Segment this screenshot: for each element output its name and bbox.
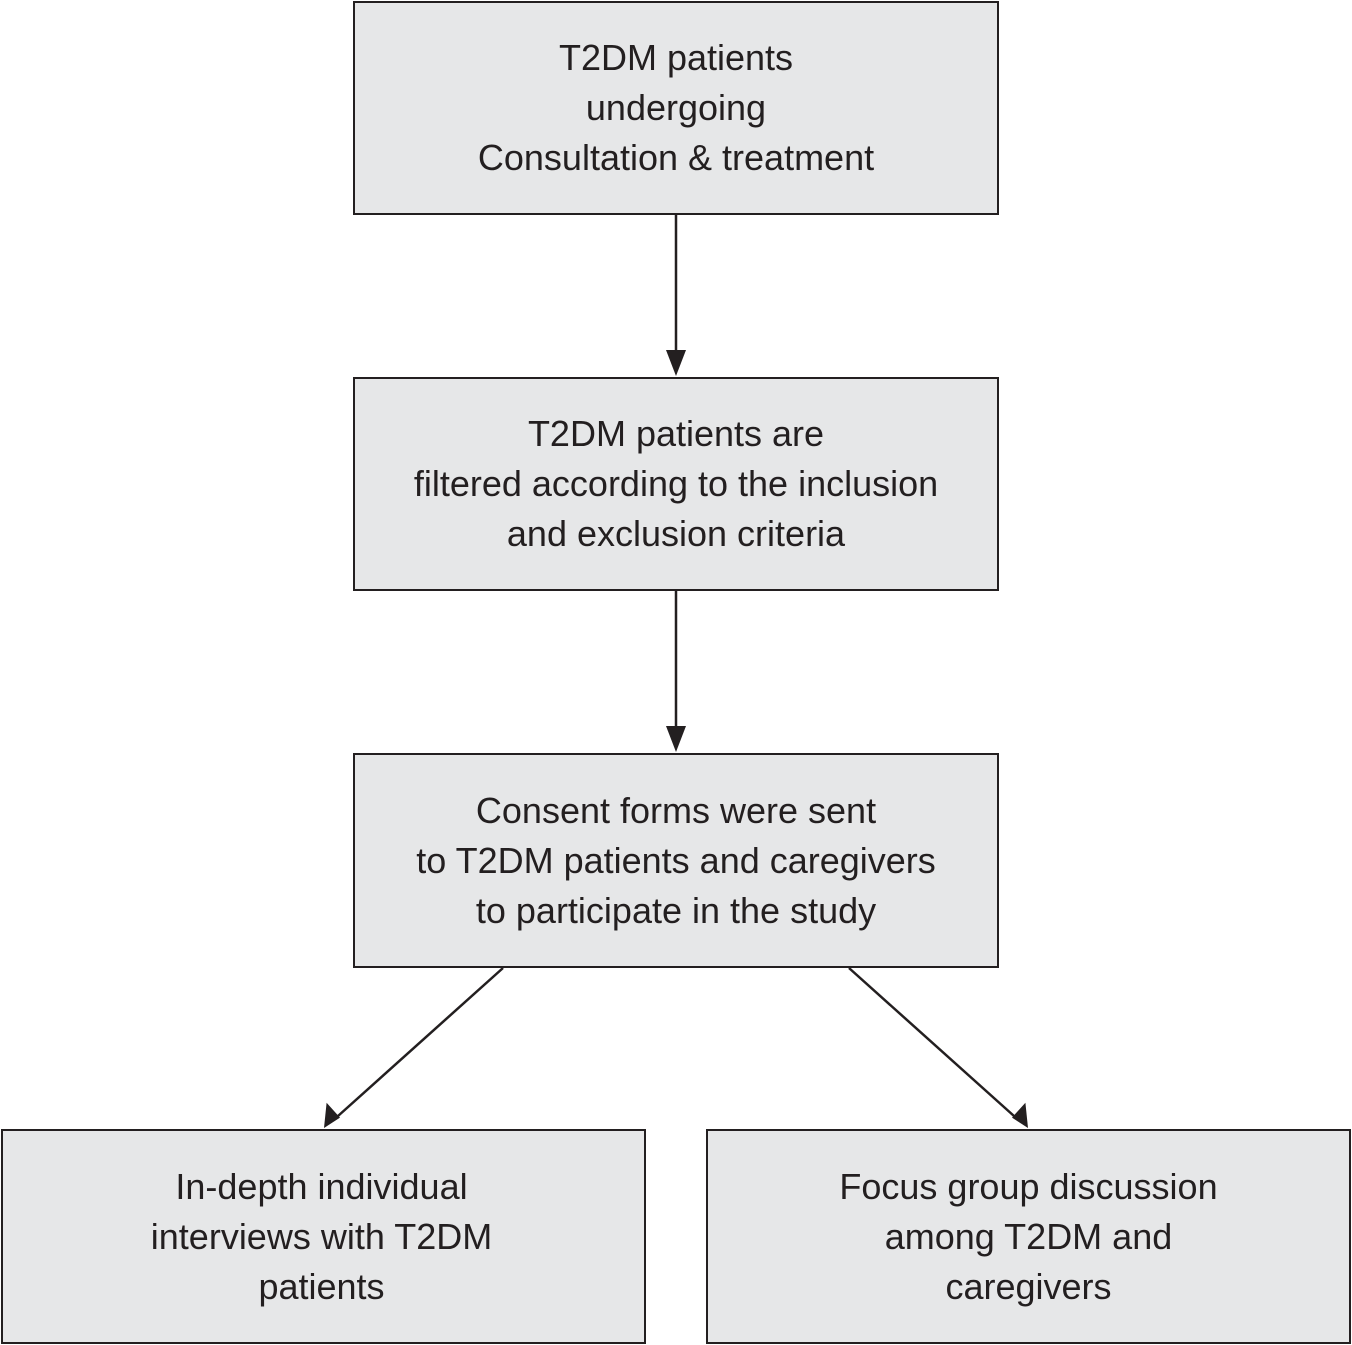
arrow-box3-to-box4 — [324, 967, 504, 1128]
node-text-line: caregivers — [945, 1265, 1112, 1307]
node-text-line: In-depth individual — [175, 1165, 468, 1207]
node-text-line: to T2DM patients and caregivers — [416, 839, 936, 881]
node-text-line: Focus group discussion — [839, 1165, 1218, 1207]
arrow-box1-to-box2 — [666, 215, 686, 376]
arrow-box2-to-box3 — [666, 591, 686, 752]
node-text-line: Consent forms were sent — [475, 789, 877, 831]
node-text-line: undergoing — [585, 87, 767, 128]
node-text-line: Consultation & treatment — [477, 137, 875, 178]
node-text-line: T2DM patients — [558, 37, 794, 78]
node-text-line: interviews with T2DM — [150, 1215, 493, 1257]
node-text-line: patients — [258, 1265, 385, 1307]
node-text-line: among T2DM and — [884, 1215, 1173, 1257]
node-text-line: T2DM patients are — [527, 413, 825, 454]
node-text-line: and exclusion criteria — [506, 513, 846, 554]
node-text-line: to participate in the study — [475, 889, 877, 931]
node-focus-group: Focus group discussion among T2DM and ca… — [706, 1129, 1351, 1344]
arrow-box3-to-box5 — [848, 967, 1028, 1128]
node-consultation-treatment: T2DM patients undergoing Consultation & … — [353, 1, 999, 215]
node-individual-interviews: In-depth individual interviews with T2DM… — [1, 1129, 646, 1344]
node-text-line: filtered according to the inclusion — [413, 463, 939, 504]
node-filtering-criteria: T2DM patients are filtered according to … — [353, 377, 999, 591]
node-consent-forms: Consent forms were sent to T2DM patients… — [353, 753, 999, 968]
